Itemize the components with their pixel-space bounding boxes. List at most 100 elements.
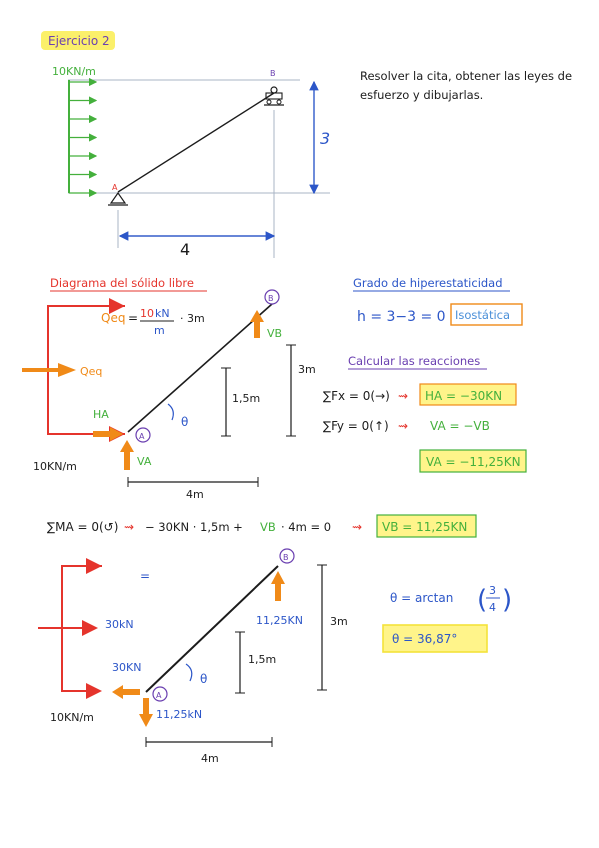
result-ha-arrow-icon — [112, 685, 140, 699]
fig1-roller-2 — [276, 99, 282, 105]
moment-mid-vb: VB — [260, 520, 276, 534]
fig1-support-a-icon — [109, 191, 127, 204]
fbd-point-a: A — [139, 432, 145, 441]
result-theta-arc — [185, 663, 193, 682]
moment-result: VB = 11,25KN — [382, 520, 467, 534]
result-30kn-a: 30KN — [112, 661, 141, 674]
result-va-arrow-icon — [139, 698, 153, 727]
angle-result-box — [382, 624, 488, 653]
fbd-section: Diagrama del sólido libre Qeq = 10 kN m … — [22, 276, 316, 501]
fig1-dim-width: 4 — [180, 240, 190, 259]
result-height: 3m — [330, 615, 348, 628]
hyper-result: Isostática — [455, 308, 510, 322]
fig1-roller-1 — [266, 99, 272, 105]
fig1-dim-height: 3 — [320, 129, 330, 148]
fbd-va-arrow-icon — [120, 440, 134, 470]
fbd-load-label: 10KN/m — [33, 460, 77, 473]
hyper-title: Grado de hiperestaticidad — [353, 276, 503, 290]
fbd-qeq-num-red: 10 — [140, 307, 154, 320]
statement-line-1: Resolver la cita, obtener las leyes de — [360, 69, 572, 83]
fbd-qeq-label: Qeq — [101, 311, 125, 325]
fbd-qeq-times: · 3m — [180, 312, 205, 325]
fbd-point-b-marker — [264, 289, 280, 305]
fig1-load-arrows — [69, 77, 98, 198]
fbd-qeq-num-blue: kN — [155, 307, 170, 320]
moment-mid-b: · 4m = 0 — [281, 520, 331, 534]
fig1-support-b-icon — [265, 92, 283, 100]
result-width: 4m — [201, 752, 219, 765]
hyper-formula: h = 3−3 = 0 — [357, 309, 446, 325]
result-vb-value: 11,25KN — [256, 614, 303, 627]
angle-paren-right: ) — [502, 585, 512, 615]
result-equals: = — [140, 569, 150, 583]
reactions-eq1: ∑Fx = 0(→) — [323, 389, 390, 403]
exercise-tag: Ejercicio 2 — [41, 31, 115, 50]
fbd-point-a-marker — [135, 427, 151, 443]
result-point-a-marker — [152, 686, 168, 702]
fbd-member — [127, 303, 273, 433]
result-point-b-marker — [279, 548, 295, 564]
angle-den: 4 — [489, 601, 496, 614]
result-30kn-left: 30kN — [105, 618, 134, 631]
exercise-tag-highlight — [41, 31, 115, 50]
fbd-half-height: 1,5m — [232, 392, 260, 405]
result-va-value: 11,25kN — [156, 708, 202, 721]
result-theta: θ — [200, 672, 207, 686]
fbd-theta-arc — [167, 403, 174, 421]
moment-arrow-1: ⇝ — [124, 520, 134, 534]
fbd-qeq-arrow-label: Qeq — [80, 365, 102, 378]
angle-section: θ = arctan ( 3 4 ) θ = 36,87° — [382, 584, 512, 653]
result-member — [145, 565, 279, 693]
moment-equation: ∑MA = 0(↺) ⇝ − 30KN · 1,5m + VB · 4m = 0… — [47, 514, 477, 538]
result-point-a: A — [156, 691, 162, 700]
hyper-result-box — [450, 303, 523, 326]
fbd-qeq-arrow-icon — [22, 363, 76, 377]
reactions-section: Calcular las reacciones ∑Fx = 0(→) ⇝ HA … — [323, 354, 527, 473]
fbd-point-b: B — [268, 294, 274, 303]
fig1-point-a: A — [112, 183, 118, 192]
fbd-vb-arrow-icon — [250, 310, 264, 338]
reactions-eq1-arrow: ⇝ — [398, 389, 408, 403]
reactions-eq2-arrow: ⇝ — [398, 419, 408, 433]
statement-line-2: esfuerzo y dibujarlas. — [360, 88, 483, 102]
moment-arrow-2: ⇝ — [352, 520, 362, 534]
fbd-qeq-eq: = — [128, 311, 138, 325]
angle-result: θ = 36,87° — [392, 632, 457, 646]
exercise-tag-text: Ejercicio 2 — [48, 34, 110, 48]
moment-mid-a: − 30KN · 1,5m + — [145, 520, 243, 534]
reactions-eq3-box — [419, 449, 527, 473]
fbd-va-label: VA — [137, 455, 152, 468]
angle-num: 3 — [489, 584, 496, 597]
fbd-title: Diagrama del sólido libre — [50, 276, 194, 290]
fbd-ha-arrow-icon — [93, 427, 123, 441]
fig1-member — [117, 92, 275, 193]
reactions-eq1-result: HA = −30KN — [425, 389, 502, 403]
result-vb-arrow-icon — [271, 571, 285, 601]
fbd-vb-label: VB — [267, 327, 282, 340]
fig1-support-b-pin — [270, 86, 278, 94]
angle-formula-left: θ = arctan — [390, 591, 453, 605]
reactions-eq1-box — [419, 383, 517, 406]
fbd-theta: θ — [181, 415, 188, 429]
fig1-load-base — [68, 80, 70, 193]
reactions-eq2-result: VA = −VB — [430, 419, 490, 433]
result-load-label: 10KN/m — [50, 711, 94, 724]
angle-paren-left: ( — [477, 585, 487, 615]
reactions-eq2: ∑Fy = 0(↑) — [323, 419, 389, 433]
moment-left: ∑MA = 0(↺) — [47, 520, 118, 534]
hyperstatic-section: Grado de hiperestaticidad h = 3−3 = 0 Is… — [353, 276, 523, 326]
figure-1-structure: 10KN/m A B 3 4 — [52, 65, 330, 259]
fbd-height: 3m — [298, 363, 316, 376]
fig1-point-b: B — [270, 69, 276, 78]
reactions-title: Calcular las reacciones — [348, 354, 480, 368]
result-half-height: 1,5m — [248, 653, 276, 666]
fbd-width: 4m — [186, 488, 204, 501]
result-point-b: B — [283, 553, 289, 562]
reactions-eq3-result: VA = −11,25KN — [426, 455, 521, 469]
moment-result-box — [376, 514, 477, 538]
fbd-qeq-den: m — [154, 324, 165, 337]
fbd-ha-label: HA — [93, 408, 109, 421]
fig1-load-label: 10KN/m — [52, 65, 96, 78]
